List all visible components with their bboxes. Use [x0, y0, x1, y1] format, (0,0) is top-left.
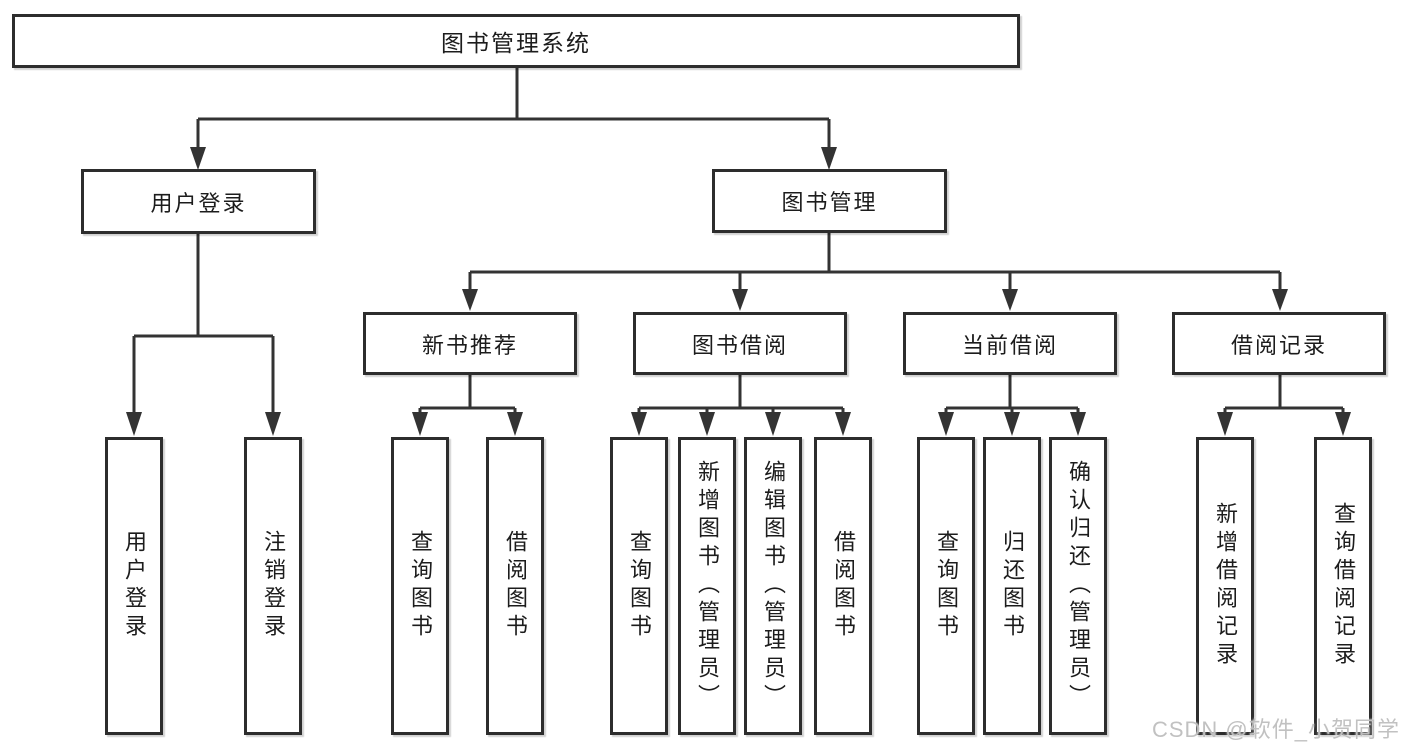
- node-add-books-admin: 新增图书（管理员）: [678, 437, 736, 735]
- node-user-login-group: 用户登录: [81, 169, 316, 234]
- node-new-book-recommend: 新书推荐: [363, 312, 577, 375]
- node-root-system: 图书管理系统: [12, 14, 1020, 68]
- node-label: 新增借阅记录: [1213, 502, 1238, 670]
- node-current-borrowing: 当前借阅: [903, 312, 1117, 375]
- node-borrowing-records: 借阅记录: [1172, 312, 1386, 375]
- node-recommend-borrow-books: 借阅图书: [486, 437, 544, 735]
- node-label: 注销登录: [261, 530, 286, 642]
- node-label: 用户登录: [122, 530, 147, 642]
- node-label: 查询图书: [934, 530, 959, 642]
- node-label: 借阅图书: [503, 530, 528, 642]
- node-label: 查询图书: [627, 530, 652, 642]
- node-query-borrow-record: 查询借阅记录: [1314, 437, 1372, 735]
- node-current-query-books: 查询图书: [917, 437, 975, 735]
- node-label: 借阅图书: [831, 530, 856, 642]
- csdn-watermark: CSDN @软件_小贺同学: [1151, 717, 1400, 742]
- node-confirm-return-admin: 确认归还（管理员）: [1049, 437, 1107, 735]
- node-label: 新增图书（管理员）: [695, 460, 720, 712]
- node-user-login: 用户登录: [105, 437, 163, 735]
- node-return-books: 归还图书: [983, 437, 1041, 735]
- node-label: 确认归还（管理员）: [1066, 460, 1091, 712]
- node-book-management: 图书管理: [712, 169, 947, 233]
- node-label: 查询借阅记录: [1331, 502, 1356, 670]
- node-logout: 注销登录: [244, 437, 302, 735]
- node-recommend-query-books: 查询图书: [391, 437, 449, 735]
- node-edit-books-admin: 编辑图书（管理员）: [744, 437, 802, 735]
- node-label: 编辑图书（管理员）: [761, 460, 786, 712]
- node-label: 归还图书: [1000, 530, 1025, 642]
- node-borrowing-borrow-books: 借阅图书: [814, 437, 872, 735]
- node-borrowing-query-books: 查询图书: [610, 437, 668, 735]
- node-label: 查询图书: [408, 530, 433, 642]
- node-book-borrowing: 图书借阅: [633, 312, 847, 375]
- node-add-borrow-record: 新增借阅记录: [1196, 437, 1254, 735]
